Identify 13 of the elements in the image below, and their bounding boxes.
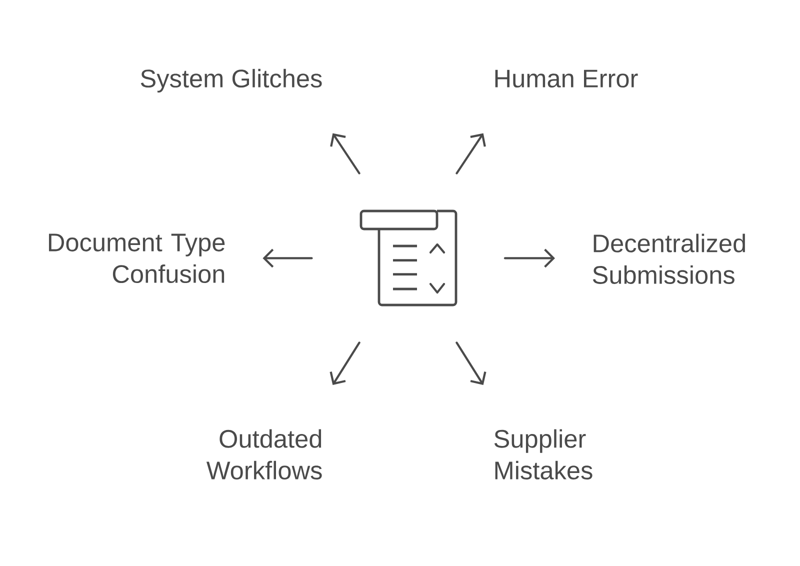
arrow [456,342,486,385]
text-label: System Glitches [140,68,322,93]
arrow [504,248,555,268]
arrow [330,133,360,174]
document-icon [360,210,458,306]
text-label: Human Error [495,70,638,88]
text-label: Outdated Workflows [206,429,322,480]
arrow [262,248,313,268]
arrow [330,342,360,385]
text-label: Supplier Mistakes [494,429,592,480]
arrow [456,133,486,174]
text-label: Decentralized Submissions [592,234,745,284]
text-label: Document Type Confusion [48,234,225,284]
